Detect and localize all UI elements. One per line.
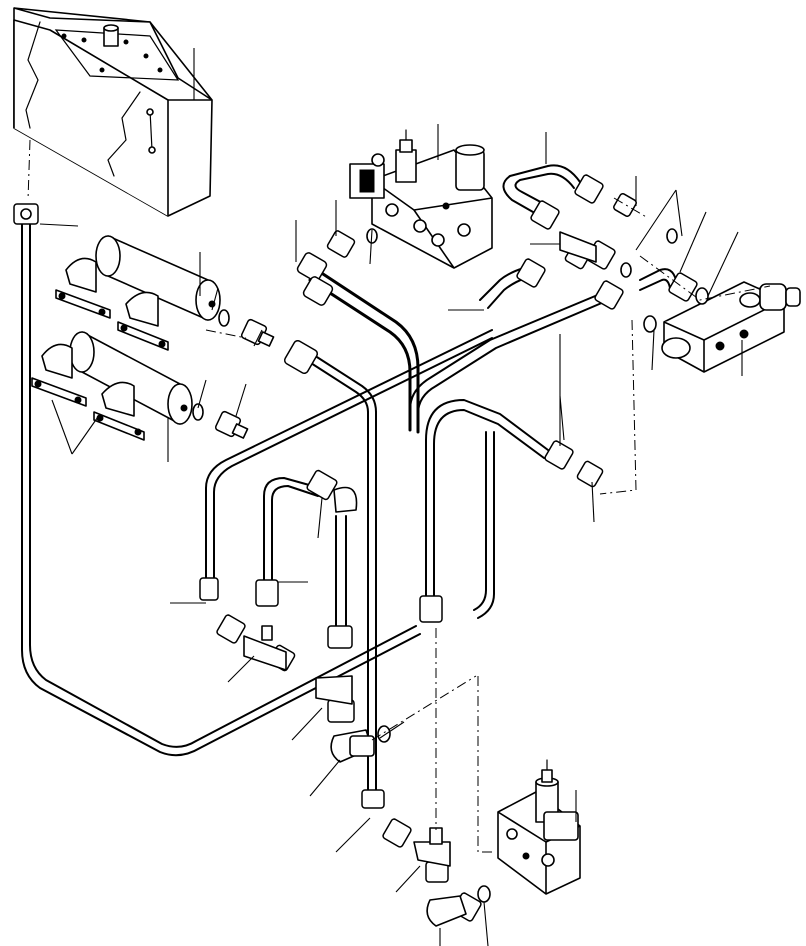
- valve-block-bottom: [497, 759, 581, 895]
- accumulator-lower: [31, 331, 193, 441]
- central-hoses: [205, 267, 605, 791]
- accumulator-fittings: [192, 309, 275, 439]
- return-pipe: [13, 203, 421, 757]
- rotary-valve: [639, 268, 801, 373]
- connection-lines: [27, 139, 771, 853]
- leader-lines: [39, 48, 743, 946]
- upper-hose-loop: [502, 164, 678, 244]
- accumulator-upper: [55, 235, 221, 351]
- valve-block-top: [349, 129, 493, 269]
- fittings: [199, 228, 632, 927]
- hydraulic-tank: [13, 7, 213, 217]
